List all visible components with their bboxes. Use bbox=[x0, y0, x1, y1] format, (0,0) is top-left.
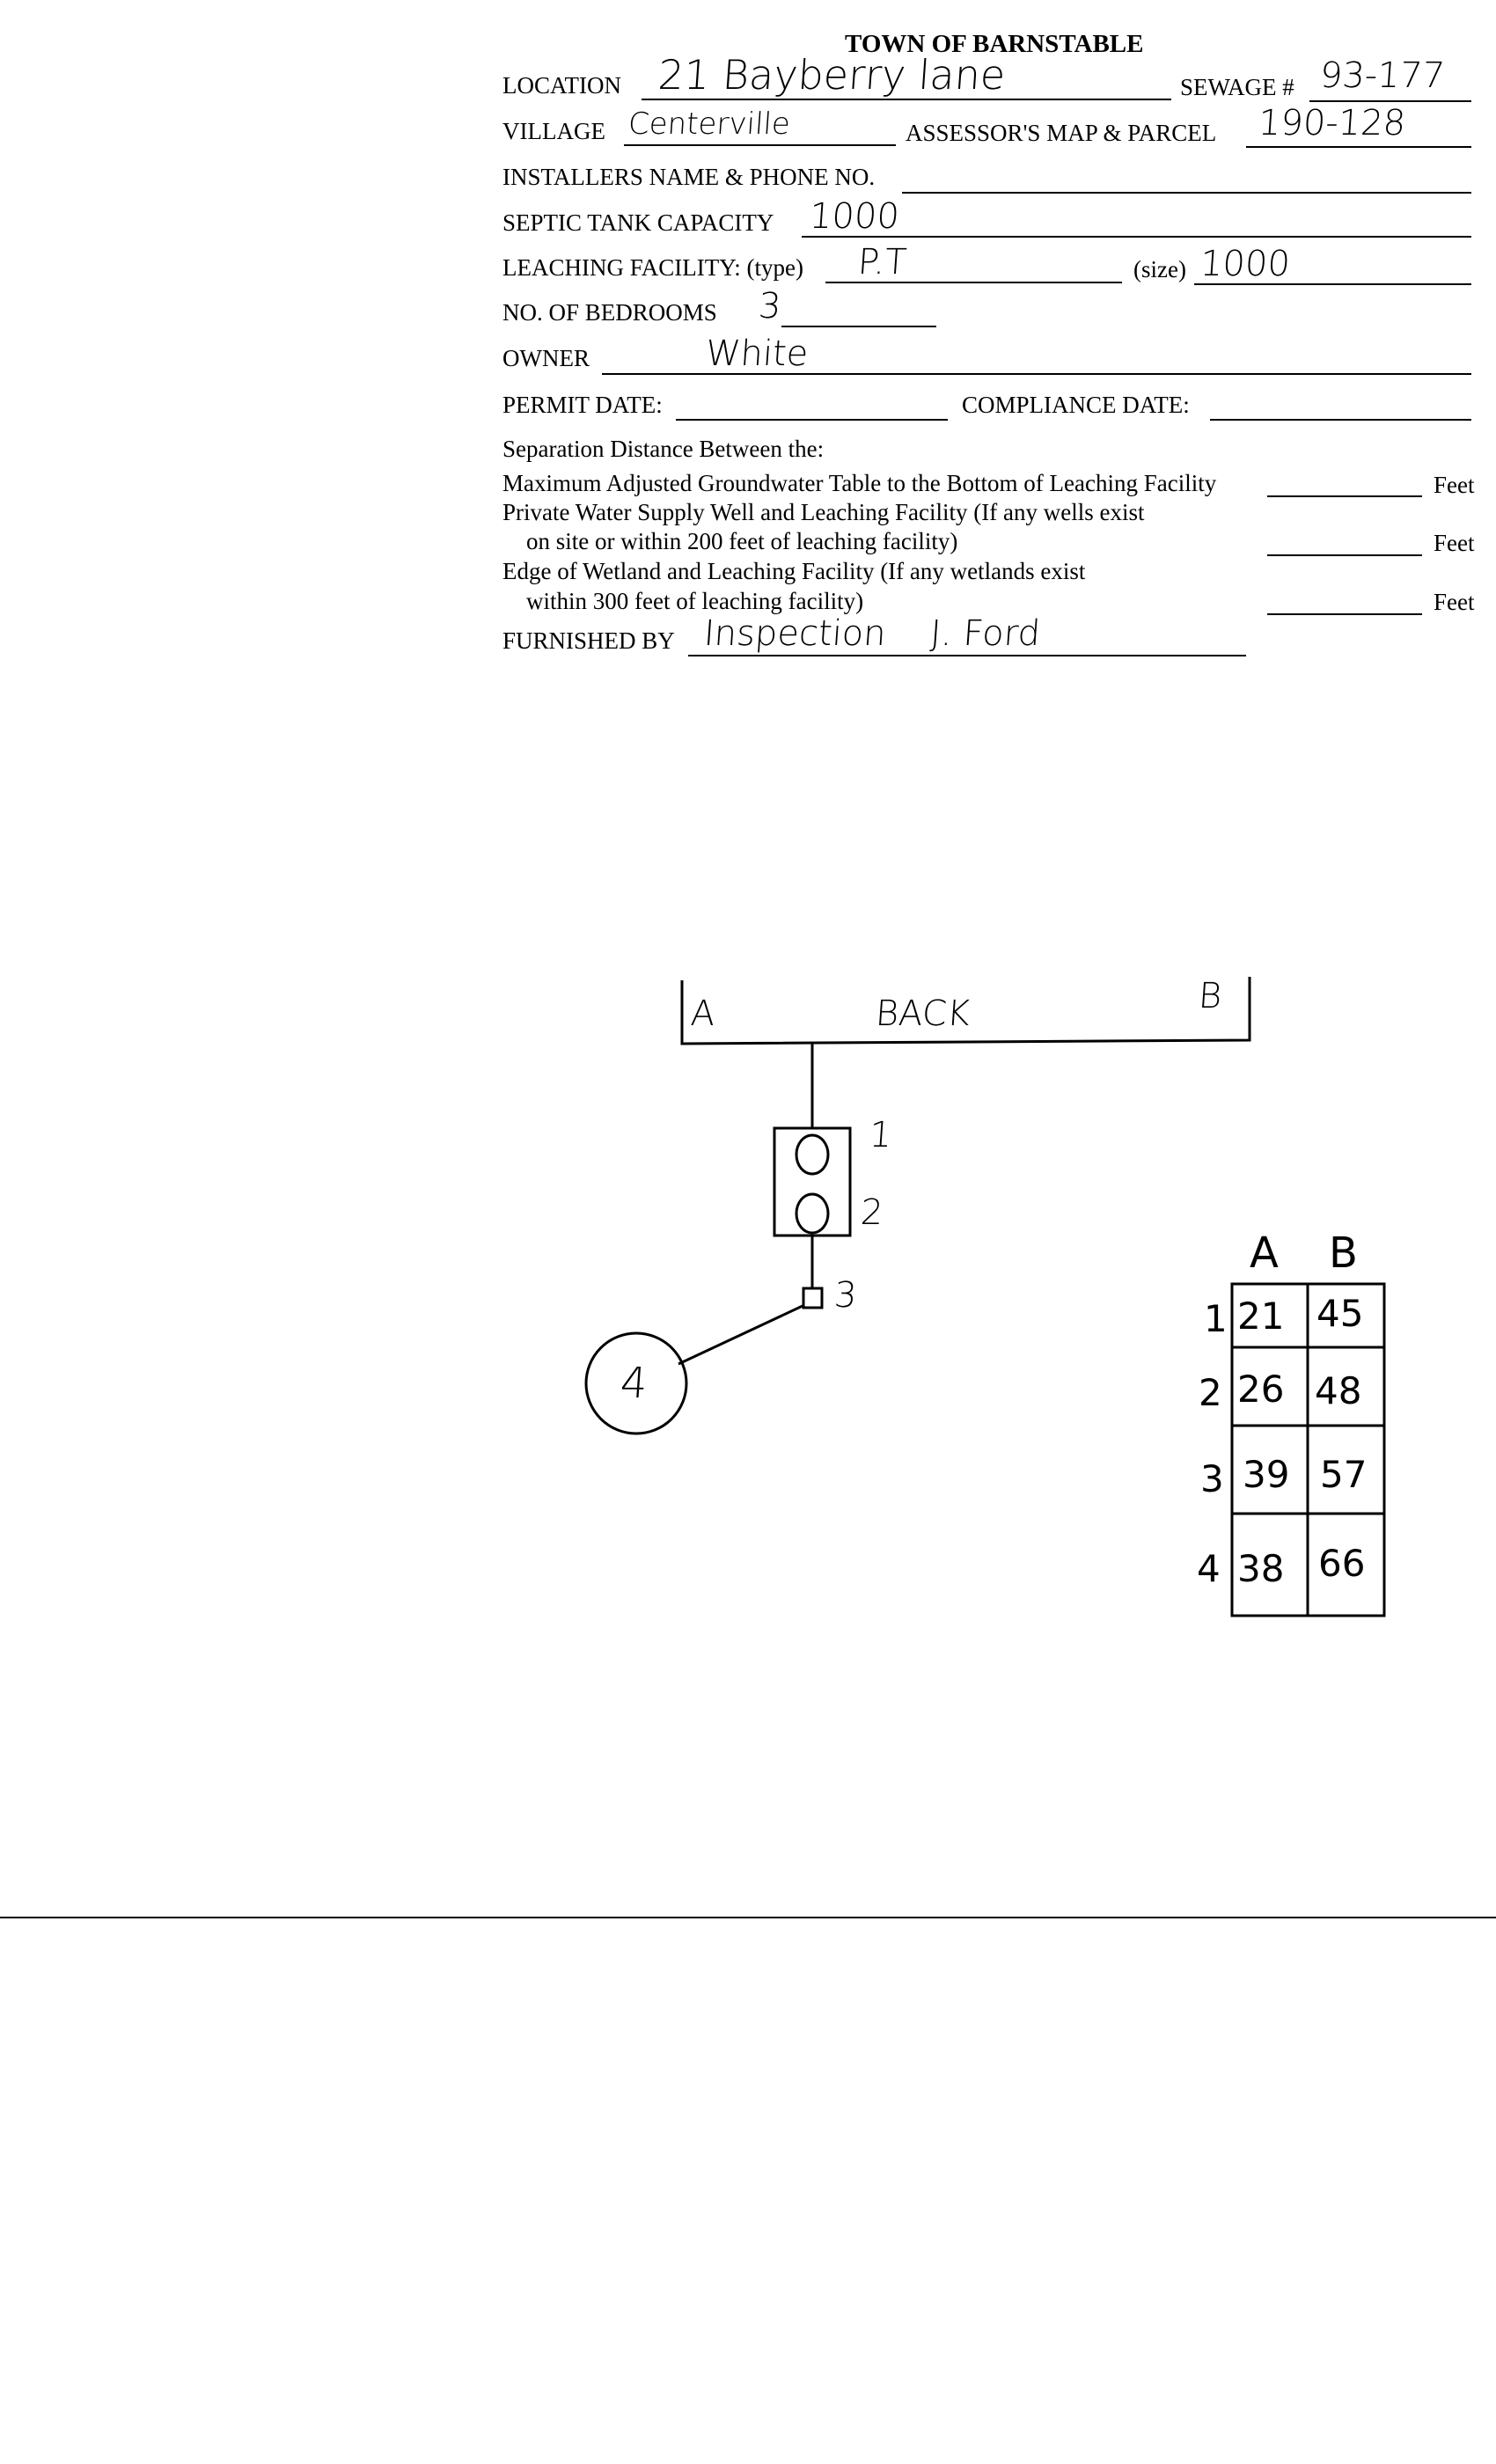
table-row-label: 4 bbox=[1197, 1547, 1221, 1590]
table-cell-b: 45 bbox=[1316, 1292, 1364, 1335]
back-end-b-label: B bbox=[1197, 976, 1223, 1016]
installers-label: INSTALLERS NAME & PHONE NO. bbox=[502, 164, 876, 190]
table-header-a: A bbox=[1250, 1228, 1279, 1278]
bedrooms-line bbox=[781, 326, 936, 327]
form-title: TOWN OF BARNSTABLE bbox=[845, 30, 1144, 58]
septic-line bbox=[802, 236, 1471, 238]
separation-wetland-line1: Edge of Wetland and Leaching Facility (I… bbox=[502, 558, 1086, 584]
table-row-label: 3 bbox=[1200, 1457, 1224, 1500]
measurement-table-grid bbox=[1230, 1282, 1386, 1617]
table-row-label: 2 bbox=[1199, 1371, 1222, 1414]
wetland-feet-unit: Feet bbox=[1434, 589, 1475, 615]
table-cell-a: 26 bbox=[1237, 1368, 1285, 1411]
village-line bbox=[624, 144, 896, 146]
point-1-label: 1 bbox=[868, 1115, 894, 1155]
table-cell-a: 21 bbox=[1237, 1294, 1285, 1338]
bedrooms-label: NO. OF BEDROOMS bbox=[502, 299, 717, 326]
installers-line bbox=[902, 192, 1471, 194]
compliance-label: COMPLIANCE DATE: bbox=[962, 392, 1190, 418]
leaching-type-line bbox=[825, 282, 1122, 283]
owner-label: OWNER bbox=[502, 345, 590, 371]
table-row-label: 1 bbox=[1204, 1297, 1228, 1340]
well-feet-unit: Feet bbox=[1434, 530, 1475, 556]
table-cell-a: 39 bbox=[1243, 1453, 1290, 1496]
groundwater-feet-unit: Feet bbox=[1434, 472, 1475, 498]
table-cell-a: 38 bbox=[1237, 1547, 1285, 1590]
back-label: BACK bbox=[874, 994, 972, 1034]
owner-line bbox=[602, 373, 1471, 375]
separation-groundwater: Maximum Adjusted Groundwater Table to th… bbox=[502, 470, 1217, 496]
leaching-pit-circle bbox=[584, 1331, 688, 1435]
sewage-label: SEWAGE # bbox=[1180, 74, 1294, 100]
leaching-size-line bbox=[1194, 283, 1471, 285]
leaching-type-label: LEACHING FACILITY: (type) bbox=[502, 254, 803, 281]
point-2-label: 2 bbox=[859, 1192, 885, 1233]
groundwater-feet-line bbox=[1267, 495, 1422, 497]
pipe-line bbox=[678, 1304, 803, 1366]
tank-circle-2 bbox=[795, 1192, 830, 1235]
furnished-label: FURNISHED BY bbox=[502, 627, 675, 654]
furnished-line bbox=[688, 655, 1246, 656]
separation-well-line1: Private Water Supply Well and Leaching F… bbox=[502, 499, 1145, 525]
assessor-line bbox=[1246, 146, 1471, 148]
compliance-line bbox=[1210, 419, 1471, 421]
wetland-feet-line bbox=[1267, 613, 1422, 615]
sewage-line bbox=[1309, 100, 1471, 102]
septic-label: SEPTIC TANK CAPACITY bbox=[502, 209, 774, 236]
table-cell-b: 66 bbox=[1318, 1542, 1366, 1585]
distribution-box bbox=[802, 1287, 824, 1309]
table-header-b: B bbox=[1329, 1228, 1358, 1278]
separation-wetland-line2: within 300 feet of leaching facility) bbox=[526, 588, 864, 614]
tank-circle-1 bbox=[795, 1133, 830, 1176]
permit-label: PERMIT DATE: bbox=[502, 392, 663, 418]
assessor-label: ASSESSOR'S MAP & PARCEL bbox=[906, 120, 1217, 146]
separation-heading: Separation Distance Between the: bbox=[502, 436, 825, 462]
table-cell-b: 48 bbox=[1315, 1369, 1362, 1412]
table-cell-b: 57 bbox=[1320, 1453, 1368, 1496]
point-3-label: 3 bbox=[832, 1275, 859, 1316]
well-feet-line bbox=[1267, 554, 1422, 556]
location-label: LOCATION bbox=[502, 72, 621, 99]
leaching-size-label: (size) bbox=[1133, 256, 1186, 282]
back-end-a-label: A bbox=[689, 994, 716, 1034]
back-line bbox=[680, 977, 1251, 1045]
location-line bbox=[642, 99, 1171, 100]
village-label: VILLAGE bbox=[502, 118, 605, 144]
leaching-pit-label: 4 bbox=[619, 1359, 649, 1408]
permit-line bbox=[676, 419, 948, 421]
tank-box bbox=[773, 1126, 852, 1237]
separation-well-line2: on site or within 200 feet of leaching f… bbox=[526, 528, 958, 554]
